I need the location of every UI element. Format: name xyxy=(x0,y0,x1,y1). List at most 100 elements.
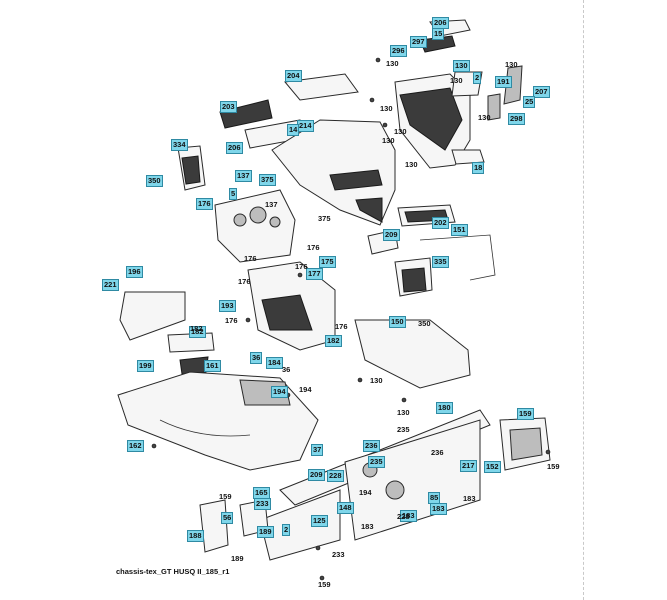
callout-label: 161 xyxy=(204,360,221,372)
gauge-right xyxy=(269,216,281,228)
bolt-icon xyxy=(297,272,303,278)
bolt-icon xyxy=(315,545,321,551)
steering-housing-front xyxy=(261,294,313,331)
callout-text: 194 xyxy=(299,385,312,394)
callout-label: 2 xyxy=(473,72,482,84)
callout-text: 182 xyxy=(190,324,203,333)
callout-label: 191 xyxy=(495,76,512,88)
callout-text: 176 xyxy=(225,316,238,325)
side-clip xyxy=(487,93,501,121)
page-border-line xyxy=(583,0,584,600)
callout-label: 125 xyxy=(311,515,328,527)
callout-label: 184 xyxy=(266,357,283,369)
callout-text: 130 xyxy=(478,113,491,122)
chassis-front-bracket xyxy=(259,489,341,561)
steering-cover-grille xyxy=(401,267,427,293)
callout-label: 36 xyxy=(250,352,263,364)
callout-label: 233 xyxy=(254,498,271,510)
callout-text: 183 xyxy=(361,522,374,531)
callout-label: 189 xyxy=(257,526,274,538)
callout-label: 194 xyxy=(271,386,288,398)
callout-text: 176 xyxy=(335,322,348,331)
callout-label: 214 xyxy=(297,120,314,132)
callout-label: 130 xyxy=(453,60,470,72)
callout-label: 2 xyxy=(282,524,291,536)
bolt-icon xyxy=(545,449,551,455)
callout-label: 334 xyxy=(171,139,188,151)
callout-label: 137 xyxy=(235,170,252,182)
callout-label: 37 xyxy=(311,444,324,456)
callout-text: 350 xyxy=(418,319,431,328)
callout-label: 159 xyxy=(517,408,534,420)
callout-label: 236 xyxy=(363,440,380,452)
callout-text: 137 xyxy=(265,200,278,209)
callout-text: 130 xyxy=(370,376,383,385)
callout-text: 159 xyxy=(318,580,331,589)
callout-label: 350 xyxy=(146,175,163,187)
callout-text: 235 xyxy=(397,425,410,434)
floor-pan xyxy=(354,319,471,389)
callout-label: 162 xyxy=(127,440,144,452)
bracket-left-lower xyxy=(199,499,229,553)
bolt-icon xyxy=(151,443,157,449)
callout-text: 233 xyxy=(332,550,345,559)
callout-label: 297 xyxy=(410,36,427,48)
callout-label: 217 xyxy=(460,460,477,472)
callout-label: 183 xyxy=(430,503,447,515)
callout-text: 130 xyxy=(380,104,393,113)
callout-text: 183 xyxy=(463,494,476,503)
callout-text: 130 xyxy=(450,76,463,85)
callout-label: 296 xyxy=(390,45,407,57)
bolt-icon xyxy=(319,575,325,581)
hood-side-vent xyxy=(355,197,383,223)
callout-text: 130 xyxy=(505,60,518,69)
hood-body xyxy=(271,119,396,226)
callout-label: 221 xyxy=(102,279,119,291)
dash-top-cover xyxy=(284,73,359,101)
callout-label: 151 xyxy=(451,224,468,236)
callout-label: 207 xyxy=(533,86,550,98)
dashboard-console xyxy=(214,189,296,263)
callout-label: 193 xyxy=(219,300,236,312)
bolt-icon xyxy=(369,97,375,103)
callout-label: 228 xyxy=(327,470,344,482)
callout-label: 25 xyxy=(523,96,536,108)
headlight-bracket xyxy=(503,65,523,105)
callout-text: 176 xyxy=(295,262,308,271)
callout-text: 36 xyxy=(282,365,291,374)
callout-text: 236 xyxy=(431,448,444,457)
callout-label: 177 xyxy=(306,268,323,280)
callout-label: 150 xyxy=(389,316,406,328)
callout-label: 375 xyxy=(259,174,276,186)
callout-text: 130 xyxy=(394,127,407,136)
bolt-icon xyxy=(245,317,251,323)
callout-text: 194 xyxy=(359,488,372,497)
callout-text: 159 xyxy=(547,462,560,471)
callout-label: 203 xyxy=(220,101,237,113)
callout-text: 176 xyxy=(244,254,257,263)
callout-text: 130 xyxy=(405,160,418,169)
lever-cover xyxy=(179,356,209,375)
callout-text: 228 xyxy=(397,512,410,521)
callout-label: 182 xyxy=(189,326,206,338)
callout-label: 56 xyxy=(221,512,234,524)
callout-label: 182 xyxy=(325,335,342,347)
callout-label: 209 xyxy=(383,229,400,241)
callout-label: 199 xyxy=(137,360,154,372)
dash-trim-left xyxy=(219,99,273,129)
support-bracket xyxy=(419,234,496,281)
callout-label: 148 xyxy=(337,502,354,514)
fender-contour xyxy=(159,419,251,437)
gauge-left xyxy=(233,213,247,227)
fender-left-cover xyxy=(119,291,186,341)
callout-label: 152 xyxy=(484,461,501,473)
callout-label: 5 xyxy=(229,188,238,200)
rear-fender-body xyxy=(117,371,319,471)
callout-label: 196 xyxy=(126,266,143,278)
callout-label: 188 xyxy=(187,530,204,542)
pulley-center xyxy=(385,480,405,500)
callout-label: 85 xyxy=(428,492,441,504)
callout-label: 183 xyxy=(400,510,417,522)
bolt-icon xyxy=(382,122,388,128)
